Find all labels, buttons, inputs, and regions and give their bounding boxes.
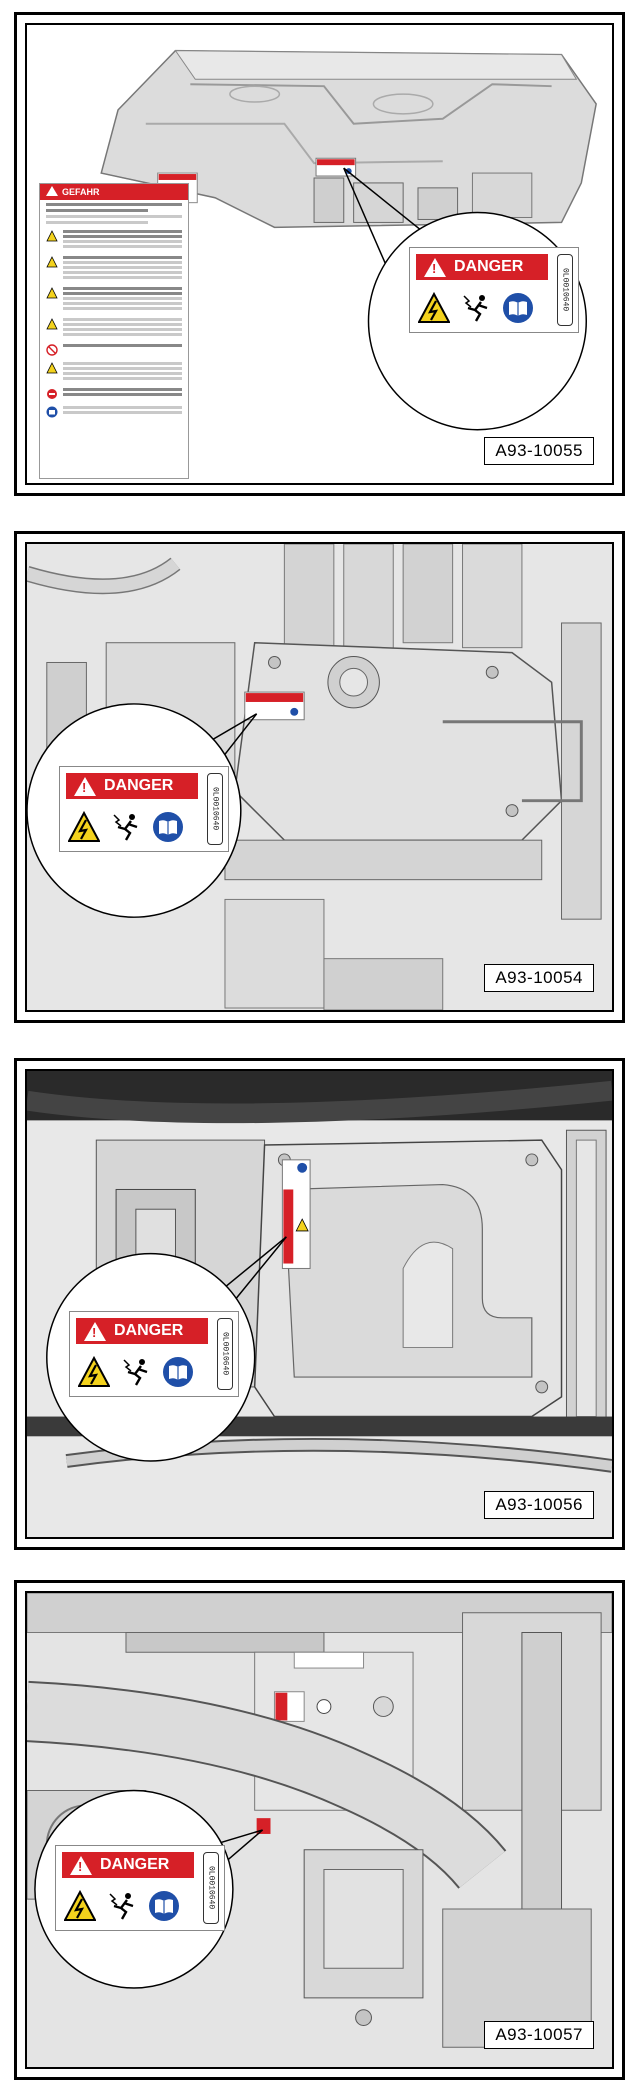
danger-icons	[64, 1890, 180, 1922]
panel-3-illustration: DANGER 0L0010640 A93-10056	[25, 1069, 614, 1539]
high-voltage-icon	[418, 292, 450, 323]
danger-label: DANGER 0L0010640	[59, 766, 229, 852]
part-number: 0L0010640	[217, 1318, 233, 1390]
danger-icons	[78, 1356, 194, 1388]
danger-title: DANGER	[454, 258, 524, 275]
panel-4-illustration: DANGER 0L0010640 A93-10057	[25, 1591, 614, 2069]
danger-title: DANGER	[100, 1856, 170, 1873]
danger-label: DANGER 0L0010640	[409, 247, 579, 333]
figure-panel-1: GEFAHR	[14, 12, 625, 496]
figure-reference-number: A93-10054	[484, 964, 594, 992]
warning-triangle-icon	[46, 230, 58, 242]
manual-book-icon	[46, 406, 58, 418]
danger-header: DANGER	[62, 1852, 194, 1878]
danger-label: DANGER 0L0010640	[69, 1311, 239, 1397]
danger-icons	[68, 811, 184, 843]
sheet-title: GEFAHR	[40, 184, 188, 200]
no-entry-icon	[47, 389, 57, 399]
no-fire-icon	[46, 344, 58, 356]
manual-book-icon	[163, 1357, 193, 1387]
panel-1-illustration: GEFAHR	[25, 23, 614, 485]
part-number: 0L0010640	[203, 1852, 219, 1924]
hazard-icon	[46, 256, 58, 268]
panel-2-illustration: DANGER 0L0010640 A93-10054	[25, 542, 614, 1012]
high-voltage-icon	[68, 811, 100, 842]
high-voltage-icon	[78, 1356, 110, 1387]
explosion-hazard-icon	[46, 362, 58, 374]
warning-triangle-icon	[424, 257, 446, 277]
electric-shock-icon	[113, 814, 138, 841]
warning-triangle-icon	[74, 776, 96, 796]
manual-book-icon	[153, 812, 183, 842]
electric-shock-icon	[109, 1893, 134, 1920]
figure-reference-number: A93-10057	[484, 2021, 594, 2049]
chemical-hazard-icon	[46, 287, 58, 299]
danger-header: DANGER	[76, 1318, 208, 1344]
figure-panel-4: DANGER 0L0010640 A93-10057	[14, 1580, 625, 2080]
part-number: 0L0010640	[557, 254, 573, 326]
danger-label: DANGER 0L0010640	[55, 1845, 225, 1931]
figure-reference-number: A93-10055	[484, 437, 594, 465]
figure-panel-2: DANGER 0L0010640 A93-10054	[14, 531, 625, 1023]
manual-book-icon	[503, 293, 533, 323]
warning-triangle-icon	[84, 1321, 106, 1341]
component-drawing	[27, 1071, 612, 1537]
danger-title: DANGER	[104, 777, 174, 794]
component-drawing	[27, 1593, 612, 2067]
danger-header: DANGER	[416, 254, 548, 280]
fire-hazard-icon	[46, 318, 58, 330]
figure-panel-3: DANGER 0L0010640 A93-10056	[14, 1058, 625, 1550]
danger-icons	[418, 292, 534, 324]
electric-shock-icon	[123, 1359, 148, 1386]
warning-triangle-icon	[70, 1855, 92, 1875]
danger-header: DANGER	[66, 773, 198, 799]
part-number: 0L0010640	[207, 773, 223, 845]
figure-reference-number: A93-10056	[484, 1491, 594, 1519]
danger-title: DANGER	[114, 1322, 184, 1339]
electric-shock-icon	[463, 295, 488, 322]
warning-instruction-sheet: GEFAHR	[39, 183, 189, 479]
high-voltage-icon	[64, 1890, 96, 1921]
manual-book-icon	[149, 1891, 179, 1921]
